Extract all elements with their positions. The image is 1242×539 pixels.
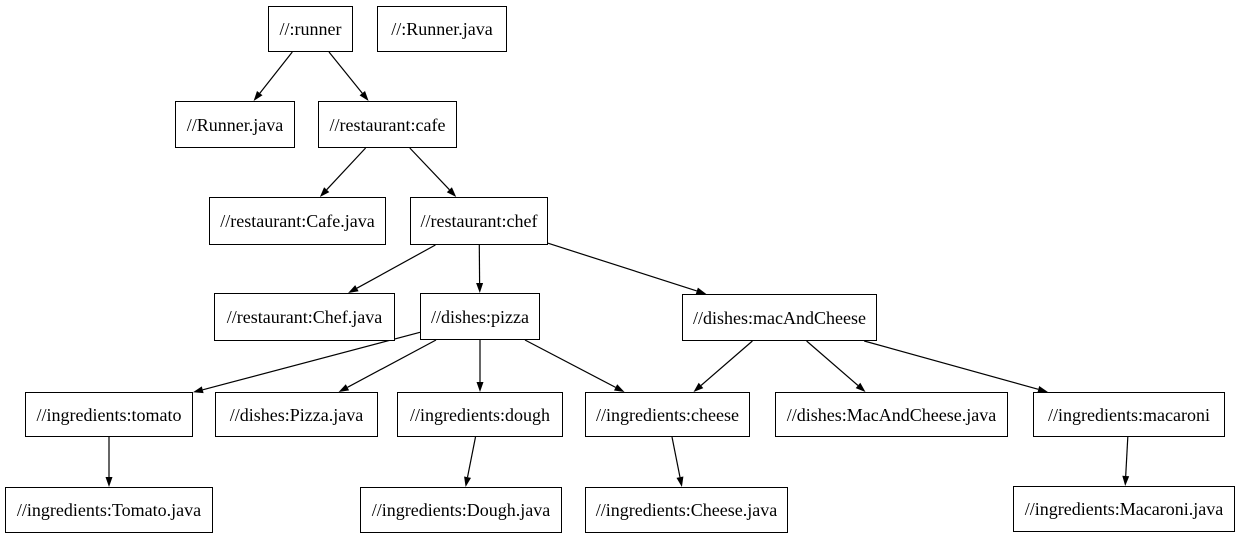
node-mac-and-cheese: //dishes:macAndCheese (682, 294, 877, 341)
edge-pizza-to-cheese (524, 339, 616, 388)
edge-runner-to-cafe (328, 51, 363, 94)
node-runner-java: //Runner.java (175, 101, 295, 148)
arrowhead-icon (253, 91, 263, 101)
arrowhead-icon (338, 384, 350, 392)
edge-cafe-to-cafe-java (326, 147, 367, 191)
arrowhead-icon (476, 283, 484, 293)
edge-mac-and-cheese-to-macaroni (864, 340, 1039, 390)
edge-chef-to-chef-java (356, 244, 436, 289)
node-cafe: //restaurant:cafe (318, 101, 457, 148)
node-pizza-java: //dishes:Pizza.java (215, 392, 378, 437)
arrowhead-icon (348, 285, 359, 293)
node-cheese: //ingredients:cheese (585, 392, 750, 437)
node-runner-java-top: //:Runner.java (377, 6, 507, 52)
edge-cheese-to-cheese-java (671, 436, 681, 478)
edge-pizza-to-pizza-java (347, 339, 437, 388)
arrowhead-icon (476, 382, 484, 392)
arrowhead-icon (105, 477, 113, 487)
edge-dough-to-dough-java (466, 436, 477, 478)
node-macaroni-java: //ingredients:Macaroni.java (1013, 486, 1235, 532)
edge-mac-and-cheese-to-mac-and-cheese-java (806, 340, 859, 386)
node-tomato-java: //ingredients:Tomato.java (5, 487, 213, 533)
node-pizza: //dishes:pizza (420, 293, 540, 340)
node-cafe-java: //restaurant:Cafe.java (209, 197, 386, 245)
edge-runner-to-runner-java (259, 51, 293, 94)
arrowhead-icon (464, 476, 471, 487)
arrowhead-icon (693, 382, 704, 392)
edge-macaroni-to-macaroni-java (1125, 436, 1129, 477)
arrowhead-icon (676, 476, 684, 487)
edge-mac-and-cheese-to-cheese (700, 340, 753, 386)
arrowhead-icon (855, 382, 866, 392)
arrowhead-icon (193, 386, 204, 394)
node-runner: //:runner (268, 6, 353, 52)
arrowhead-icon (319, 187, 330, 197)
arrowhead-icon (446, 187, 457, 197)
node-dough: //ingredients:dough (397, 392, 563, 437)
node-macaroni: //ingredients:macaroni (1033, 392, 1225, 437)
node-cheese-java: //ingredients:Cheese.java (585, 487, 788, 533)
arrowhead-icon (359, 91, 369, 101)
node-mac-and-cheese-java: //dishes:MacAndCheese.java (775, 392, 1008, 437)
edge-chef-to-mac-and-cheese (547, 242, 697, 292)
node-dough-java: //ingredients:Dough.java (360, 487, 562, 533)
node-tomato: //ingredients:tomato (25, 392, 193, 437)
edge-cafe-to-chef (409, 147, 450, 191)
node-chef-java: //restaurant:Chef.java (214, 293, 395, 341)
arrowhead-icon (614, 384, 625, 392)
arrowhead-icon (1122, 475, 1130, 486)
node-chef: //restaurant:chef (410, 197, 548, 245)
